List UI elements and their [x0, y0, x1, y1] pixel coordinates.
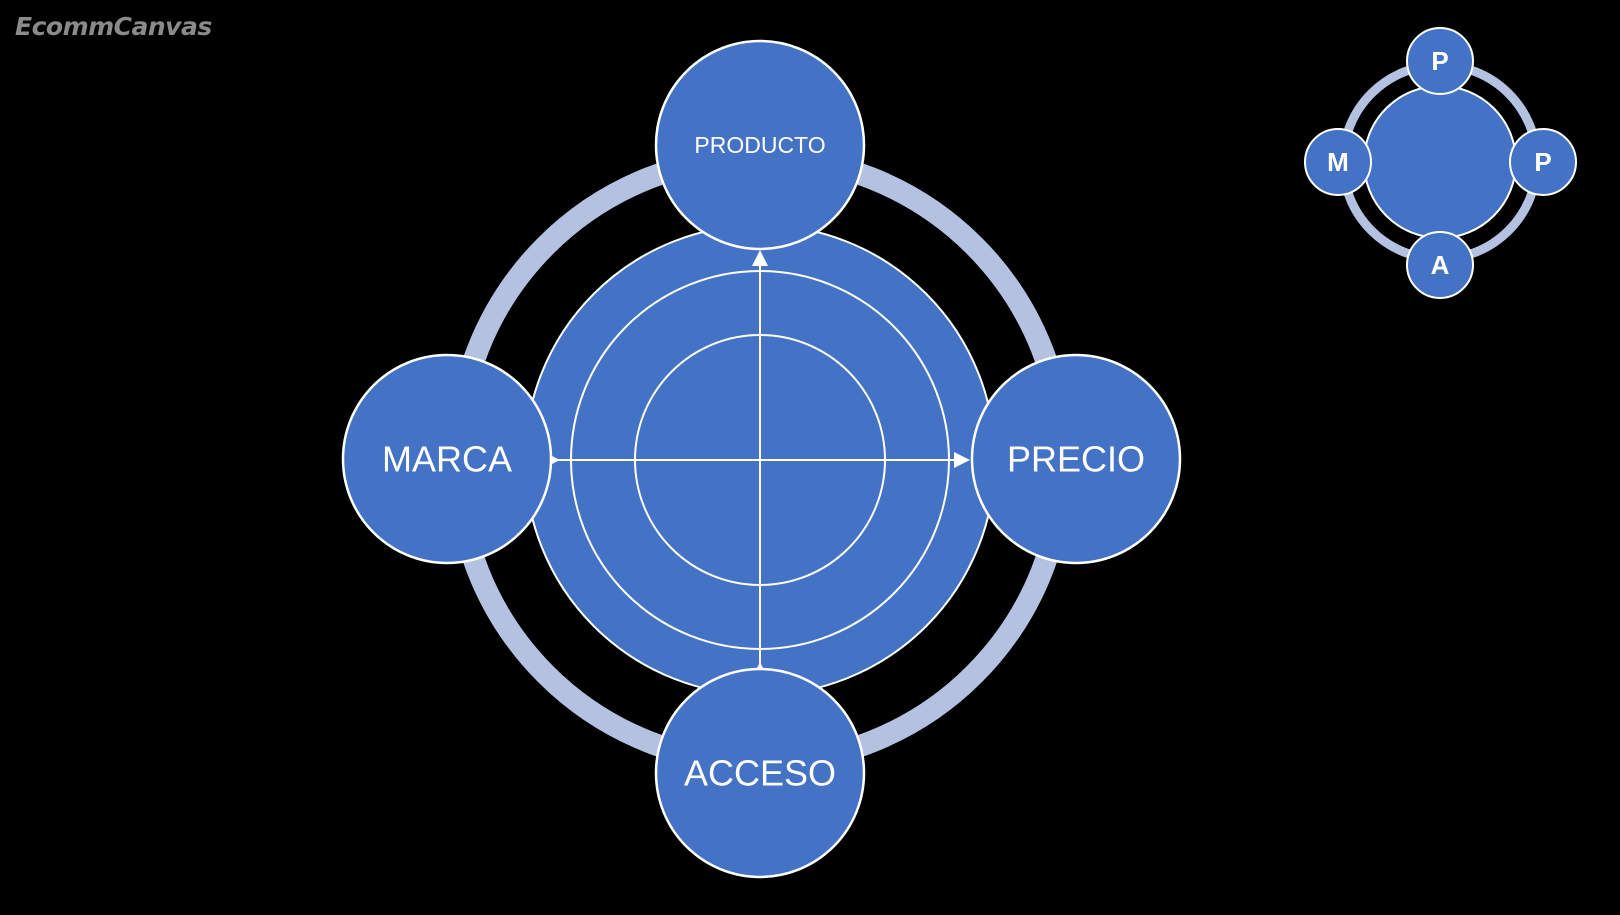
mini-label-left: M [1327, 147, 1349, 177]
mini-label-bottom: A [1431, 250, 1450, 280]
label-precio: PRECIO [1007, 439, 1145, 480]
logo: EcommCanvas [15, 12, 212, 41]
label-acceso: ACCESO [684, 753, 836, 794]
node-producto: PRODUCTO [654, 39, 866, 251]
label-marca: MARCA [382, 439, 512, 480]
node-acceso: ACCESO [654, 667, 866, 879]
node-marca: MARCA [341, 353, 553, 565]
label-producto: PRODUCTO [694, 132, 825, 158]
mini-label-top: P [1431, 46, 1448, 76]
node-precio: PRECIO [970, 353, 1182, 565]
mini-label-right: P [1534, 147, 1551, 177]
mini-diagram: P M P A [1304, 27, 1577, 299]
